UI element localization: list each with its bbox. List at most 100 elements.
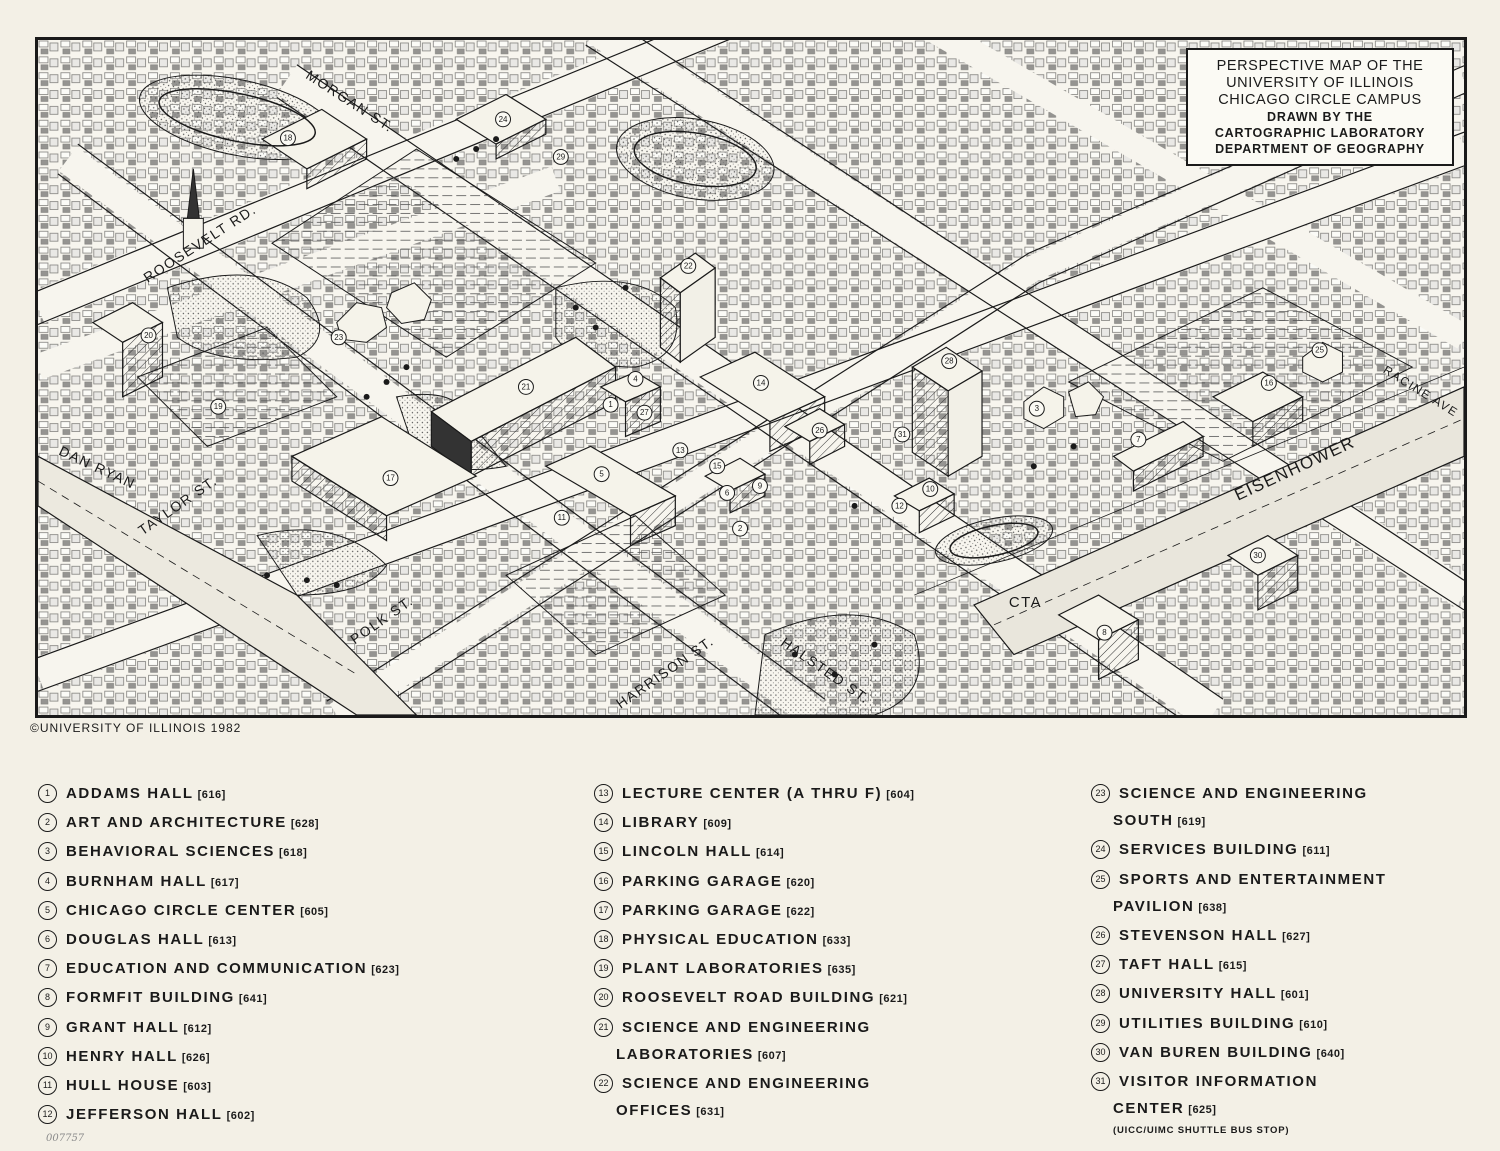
dan-ryan-expressway — [38, 455, 418, 715]
legend-number-badge: 12 — [38, 1105, 57, 1125]
map-frame[interactable]: MORGAN ST. ROOSEVELT RD. DAN RYAN TAYLOR… — [35, 37, 1467, 718]
building-marker-number: 26 — [815, 426, 824, 435]
building-marker-number: 31 — [898, 430, 907, 439]
legend-building-code: [612] — [183, 1022, 212, 1035]
legend-building-code: [635] — [827, 964, 856, 977]
building-marker-23[interactable]: 23 — [330, 329, 347, 346]
church-icon — [182, 168, 204, 249]
building-marker-6[interactable]: 6 — [719, 485, 736, 501]
building-marker-number: 1 — [608, 400, 613, 409]
building-marker-9[interactable]: 9 — [751, 478, 768, 494]
building-marker-circle — [732, 520, 749, 537]
building-marker-circle — [279, 130, 296, 147]
legend-building-code: [614] — [756, 847, 785, 860]
building-marker-31[interactable]: 31 — [894, 426, 911, 443]
building-marker-13[interactable]: 13 — [672, 442, 689, 459]
building-marker-14[interactable]: 14 — [752, 375, 769, 391]
building-marker-24[interactable]: 24 — [495, 111, 512, 128]
building-marker-number: 21 — [522, 382, 531, 391]
building-marker-number: 30 — [1253, 551, 1262, 560]
legend-continuation-text: LABORATORIES — [616, 1045, 754, 1063]
legend-number-badge: 13 — [594, 784, 613, 803]
legend-building-name: ADDAMS HALL — [66, 785, 194, 802]
building-marker-21[interactable]: 21 — [517, 378, 534, 395]
legend-building-name: CHICAGO CIRCLE CENTER — [66, 901, 297, 919]
building-marker-circle — [1260, 375, 1277, 391]
building-marker-20[interactable]: 20 — [140, 327, 157, 344]
building-marker-circle — [140, 327, 157, 344]
building-marker-number: 20 — [144, 331, 153, 340]
legend-number-badge: 23 — [1091, 784, 1110, 803]
building-marker-28[interactable]: 28 — [941, 353, 958, 370]
building-marker-1[interactable]: 1 — [602, 396, 619, 413]
building-marker-number: 2 — [738, 524, 743, 533]
legend-number-badge: 5 — [38, 900, 57, 920]
building-marker-26[interactable]: 26 — [811, 422, 828, 439]
building-marker-5[interactable]: 5 — [593, 466, 610, 483]
building-marker-12[interactable]: 12 — [891, 497, 908, 514]
legend-building-name-continued: PAVILION[638] — [1091, 893, 1500, 922]
building-marker-4[interactable]: 4 — [627, 371, 644, 387]
building-marker-circle — [517, 378, 534, 395]
building-marker-27[interactable]: 27 — [636, 404, 653, 421]
legend-building-code: [615] — [1218, 960, 1247, 973]
legend-building-name: SCIENCE AND ENGINEERING — [1119, 785, 1368, 802]
building-marker-circle — [553, 509, 570, 526]
building-marker-17[interactable]: 17 — [382, 470, 399, 487]
legend-building-name: BURNHAM HALL — [66, 872, 207, 890]
cluster-buildings — [336, 282, 1344, 430]
building-marker-number: 9 — [758, 482, 763, 491]
building-marker-7[interactable]: 7 — [1130, 431, 1147, 448]
legend-building-code: [638] — [1198, 901, 1227, 914]
building-marker-number: 13 — [676, 446, 685, 455]
legend-building-code: [626] — [181, 1051, 211, 1064]
building-marker-30[interactable]: 30 — [1249, 547, 1266, 564]
legend-number-badge: 7 — [38, 959, 57, 979]
building-marker-number: 14 — [757, 378, 766, 387]
legend-number-badge: 27 — [1091, 955, 1110, 975]
legend-number-badge: 1 — [38, 784, 57, 803]
building-marker-number: 22 — [684, 262, 693, 271]
building-marker-18[interactable]: 18 — [279, 130, 296, 147]
legend-continuation-text: PAVILION — [1113, 897, 1195, 915]
building-marker-25[interactable]: 25 — [1311, 342, 1328, 359]
legend-building-name-continued: OFFICES[631] — [594, 1097, 1064, 1126]
legend-building-code: [622] — [786, 905, 815, 918]
legend-building-code: [611] — [1302, 845, 1331, 858]
building-marker-15[interactable]: 15 — [709, 458, 726, 475]
building-marker-10[interactable]: 10 — [922, 481, 939, 497]
legend-building-code: [613] — [208, 935, 237, 948]
building-marker-16[interactable]: 16 — [1260, 375, 1277, 391]
building-marker-19[interactable]: 19 — [210, 398, 227, 415]
building-marker-22[interactable]: 22 — [680, 258, 697, 274]
building-marker-circle — [330, 329, 347, 346]
legend-building-code: [609] — [703, 818, 732, 831]
building-marker-8[interactable]: 8 — [1096, 624, 1113, 641]
legend-building-name: LECTURE CENTER (A THRU F) — [622, 785, 883, 802]
legend-building-name: ART AND ARCHITECTURE — [66, 814, 287, 832]
legend-building-code: [617] — [210, 876, 240, 889]
building-marker-3[interactable]: 3 — [1028, 400, 1045, 417]
building-marker-number: 7 — [1136, 435, 1141, 444]
legend-building-name: VISITOR INFORMATION — [1119, 1073, 1319, 1091]
copyright-notice: ©UNIVERSITY OF ILLINOIS 1982 — [30, 721, 242, 735]
building-marker-number: 29 — [556, 152, 565, 161]
building-marker-circle — [602, 396, 619, 413]
building-marker-29[interactable]: 29 — [552, 149, 569, 165]
legend-number-badge: 21 — [594, 1017, 613, 1037]
building-marker-11[interactable]: 11 — [553, 509, 570, 526]
building-marker-circle — [636, 404, 653, 421]
legend-continuation-text: SOUTH — [1113, 812, 1174, 830]
building-marker-2[interactable]: 2 — [732, 520, 749, 537]
